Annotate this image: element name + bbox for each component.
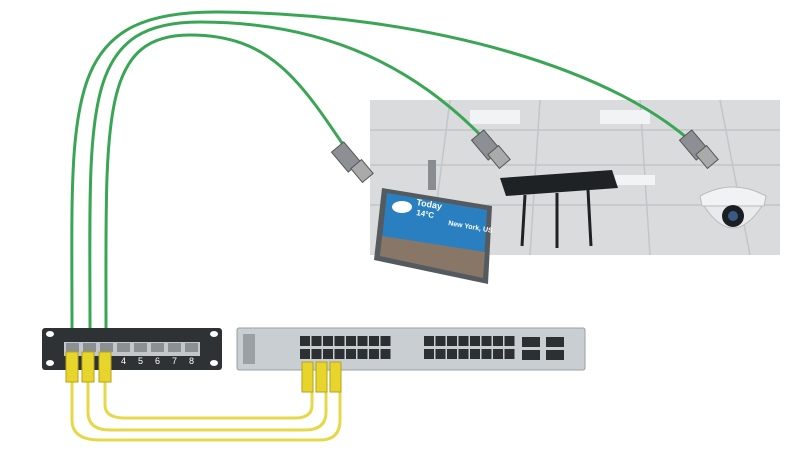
wall-display bbox=[374, 160, 492, 284]
switch-port bbox=[334, 336, 345, 346]
patch-port bbox=[100, 343, 113, 352]
port-label: 6 bbox=[155, 356, 160, 366]
display-temperature: 14°C bbox=[416, 208, 435, 220]
switch-port bbox=[357, 336, 368, 346]
green-cables bbox=[70, 10, 702, 331]
switch-port bbox=[458, 349, 469, 359]
yellow-cables bbox=[70, 380, 342, 442]
switch-port bbox=[311, 336, 322, 346]
switch-port bbox=[504, 349, 515, 359]
switch-port bbox=[300, 349, 310, 359]
sfp-port bbox=[546, 350, 564, 360]
sfp-port bbox=[546, 337, 564, 347]
yellow-plugs bbox=[65, 351, 342, 393]
switch-port bbox=[470, 336, 480, 346]
switch-port bbox=[481, 336, 492, 346]
network-switch bbox=[236, 327, 586, 371]
green-cable-display bbox=[104, 33, 352, 331]
switch-port bbox=[447, 336, 457, 346]
patch-port bbox=[185, 343, 198, 352]
switch-port bbox=[424, 349, 434, 359]
patch-port bbox=[168, 343, 181, 352]
switch-port bbox=[334, 349, 345, 359]
dome-camera bbox=[699, 186, 767, 229]
port-label: 5 bbox=[138, 356, 143, 366]
display-today-label: Today bbox=[416, 197, 443, 211]
switch-port bbox=[369, 336, 379, 346]
switch-port bbox=[493, 336, 503, 346]
sfp-port bbox=[522, 350, 540, 360]
switch-port bbox=[481, 349, 492, 359]
switch-port bbox=[369, 349, 379, 359]
patch-port bbox=[117, 343, 130, 352]
switch-port bbox=[323, 349, 333, 359]
patch-port bbox=[151, 343, 164, 352]
switch-port bbox=[424, 336, 434, 346]
switch-port bbox=[435, 336, 446, 346]
wireless-router bbox=[500, 170, 618, 248]
sfp-port bbox=[522, 337, 540, 347]
cloud-icon bbox=[392, 201, 412, 213]
switch-port bbox=[357, 349, 368, 359]
port-label: 4 bbox=[121, 356, 126, 366]
switch-port bbox=[346, 349, 356, 359]
patch-port bbox=[134, 343, 147, 352]
switch-port bbox=[458, 336, 469, 346]
switch-port bbox=[504, 336, 515, 346]
green-cable-router bbox=[88, 20, 492, 331]
patch-port bbox=[66, 343, 79, 352]
switch-port bbox=[380, 336, 391, 346]
switch-port bbox=[311, 349, 322, 359]
switch-port bbox=[380, 349, 391, 359]
switch-port bbox=[346, 336, 356, 346]
switch-port bbox=[470, 349, 480, 359]
port-label: 7 bbox=[172, 356, 177, 366]
switch-port bbox=[447, 349, 457, 359]
switch-port bbox=[493, 349, 503, 359]
cable-connectors bbox=[330, 129, 719, 184]
switch-port bbox=[323, 336, 333, 346]
switch-port bbox=[435, 349, 446, 359]
port-label: 8 bbox=[189, 356, 194, 366]
patch-port bbox=[83, 343, 96, 352]
green-cable-camera bbox=[70, 10, 702, 331]
switch-port bbox=[300, 336, 310, 346]
